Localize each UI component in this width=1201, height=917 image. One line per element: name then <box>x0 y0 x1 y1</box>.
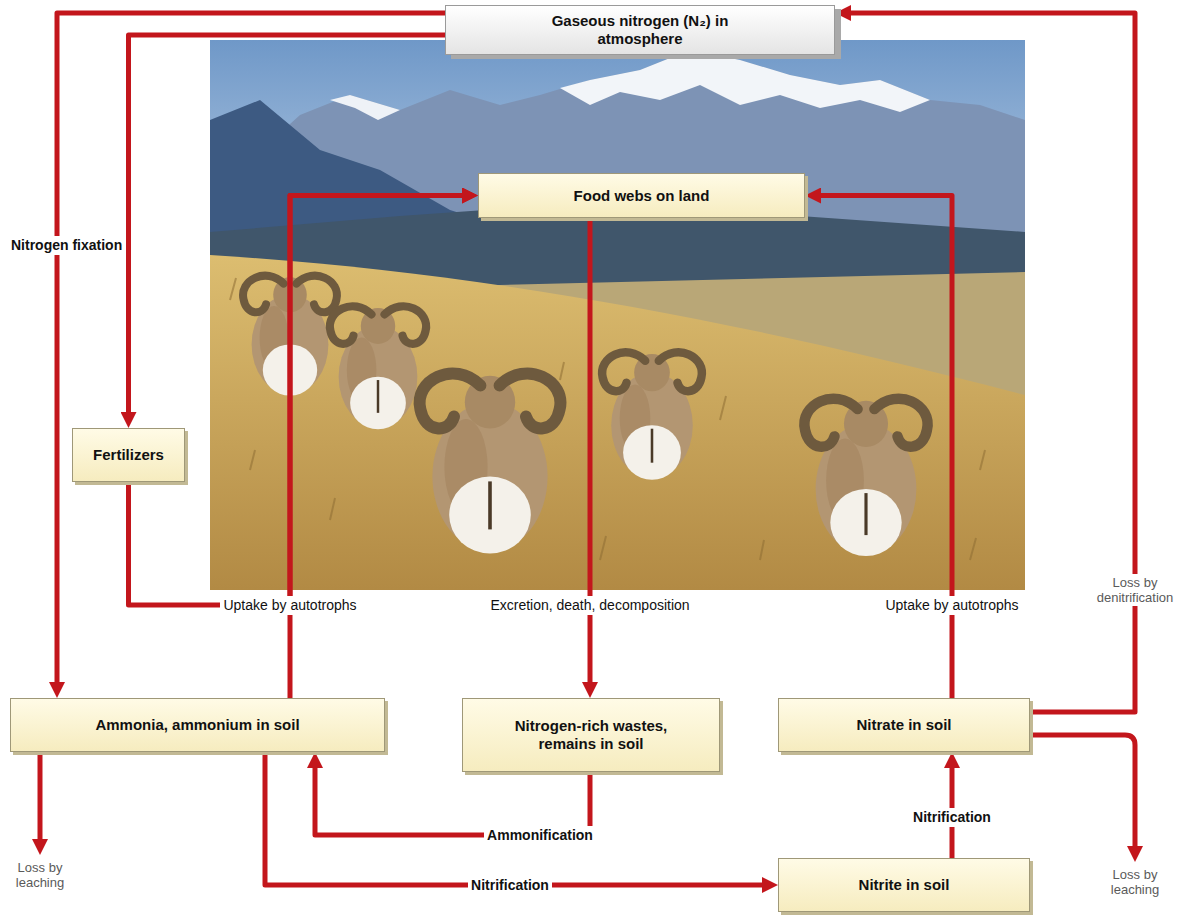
edge-label: Nitrification <box>910 808 994 827</box>
grass-stems <box>230 278 985 560</box>
flow-arrow <box>588 218 593 688</box>
box-text: Food webs on land <box>574 187 710 205</box>
edge-label: Uptake by autotrophs <box>882 596 1021 615</box>
box-text: Nitrogen-rich wastes, remains in soil <box>497 717 685 753</box>
bighorn-ram <box>330 306 426 429</box>
box-text: Ammonia, ammonium in soil <box>95 716 299 734</box>
soil-pool-box: Nitrogen-rich wastes, remains in soil <box>462 698 720 772</box>
flow-arrow <box>290 196 468 699</box>
edge-label: Ammonification <box>484 826 596 845</box>
edge-label: Uptake by autotrophs <box>220 596 359 615</box>
edge-label: Loss by denitrification <box>1085 574 1185 606</box>
flow-arrow <box>129 35 446 418</box>
box-text: Nitrate in soil <box>856 716 951 734</box>
flow-arrow <box>57 13 445 688</box>
soil-pool-box: Nitrite in soil <box>778 858 1030 912</box>
snow-cap <box>560 50 930 112</box>
flow-arrow <box>129 196 469 606</box>
soil-pool-box: Ammonia, ammonium in soil <box>10 698 385 752</box>
leaching-arrow <box>38 752 43 845</box>
atmosphere-box: Gaseous nitrogen (N₂) in atmosphere <box>445 5 835 55</box>
box-text: Fertilizers <box>93 446 164 464</box>
bighorn-ram <box>804 399 927 556</box>
flow-arrow <box>815 196 952 699</box>
grass-slope <box>210 255 1025 590</box>
box-text: Gaseous nitrogen (N₂) in atmosphere <box>546 12 734 48</box>
snow-cap <box>330 95 400 120</box>
edge-label: Nitrogen fixation <box>8 236 125 255</box>
bighorn-ram <box>420 373 561 553</box>
soil-pool-box: Nitrate in soil <box>778 698 1030 752</box>
edge-label: Excretion, death, decomposition <box>487 596 692 615</box>
box-text: Nitrite in soil <box>859 876 950 894</box>
edge-label: Nitrification <box>468 876 552 895</box>
process-note: Loss by leaching <box>1099 866 1171 898</box>
leaching-arrow <box>1030 735 1135 852</box>
landscape-photo <box>210 40 1025 590</box>
food-web-box: Food webs on land <box>478 173 805 218</box>
fertilizer-box: Fertilizers <box>72 428 185 482</box>
flow-arrow <box>845 13 1135 712</box>
flow-arrow <box>315 762 590 835</box>
bighorn-ram <box>602 352 702 479</box>
process-note: Loss by leaching <box>4 859 76 891</box>
connector-group <box>57 13 1135 885</box>
